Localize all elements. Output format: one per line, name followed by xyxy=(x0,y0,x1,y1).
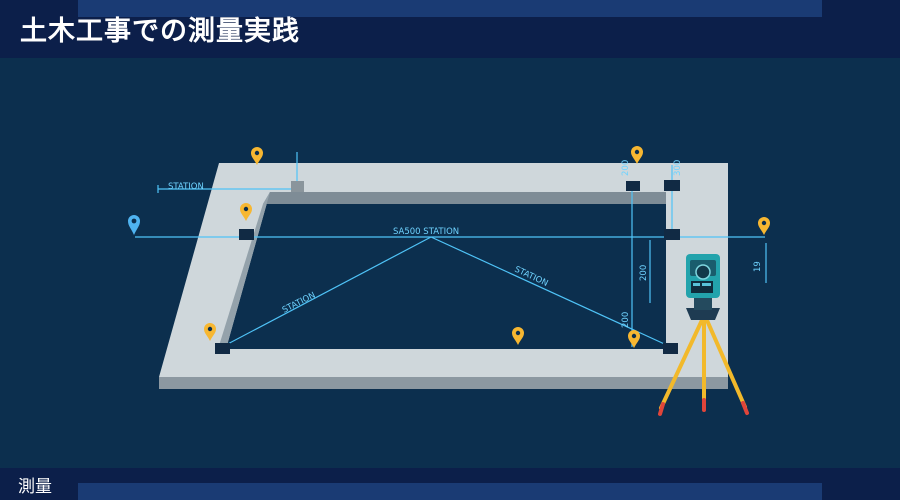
map-pin-icon xyxy=(631,146,643,164)
map-pin-icon xyxy=(204,323,216,341)
station-marker xyxy=(663,343,678,354)
map-pin-icon xyxy=(628,330,640,348)
label-dim-200-low: 200 xyxy=(621,312,631,328)
survey-line-right xyxy=(430,236,672,348)
label-dim-right: 19 xyxy=(753,261,763,272)
label-dim-200-mid: 200 xyxy=(639,265,649,281)
inner-shadow-left xyxy=(218,192,270,349)
map-pin-icon xyxy=(251,147,263,165)
label-station-left: STATION xyxy=(168,182,204,192)
station-marker xyxy=(664,229,680,240)
header-bar: 土木工事での測量実践 xyxy=(0,0,900,58)
total-station-icon xyxy=(658,254,749,416)
label-dim-top-a: 200 xyxy=(621,160,631,176)
label-center-station: SA500 STATION xyxy=(393,227,459,237)
slab-side xyxy=(159,377,728,389)
station-marker xyxy=(664,180,680,191)
page-title: 土木工事での測量実践 xyxy=(20,16,300,47)
label-dim-top-b: 300 xyxy=(673,160,683,176)
map-pin-icon xyxy=(240,203,252,221)
station-marker xyxy=(291,181,304,192)
inner-shadow-top xyxy=(263,192,666,204)
header-accent xyxy=(78,0,822,17)
station-marker xyxy=(215,343,230,354)
map-pin-icon xyxy=(512,327,524,345)
survey-diagram: STATION SA500 STATION STATION STATION 20… xyxy=(128,146,770,416)
map-pin-icon xyxy=(758,217,770,235)
footer-accent xyxy=(78,483,822,500)
footer-bar: 測量 xyxy=(0,468,900,500)
station-marker xyxy=(626,181,640,191)
label-diag-left: STATION xyxy=(281,290,317,315)
station-marker xyxy=(239,229,254,240)
map-pin-blue-icon xyxy=(128,215,140,235)
survey-line-left xyxy=(221,236,432,348)
footer-label: 測量 xyxy=(18,477,52,497)
